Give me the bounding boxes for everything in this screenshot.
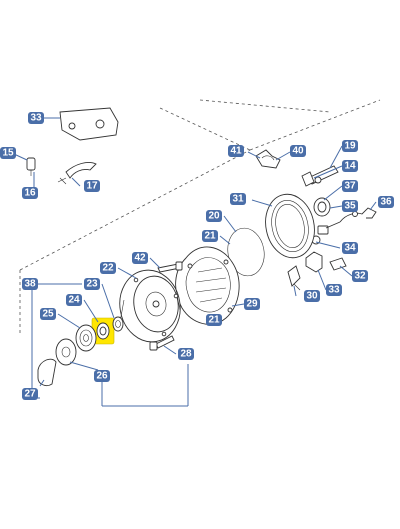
callout-21[interactable]: 21 xyxy=(202,230,218,242)
callout-15[interactable]: 15 xyxy=(0,147,16,159)
svg-text:16: 16 xyxy=(24,188,36,199)
svg-text:19: 19 xyxy=(344,141,356,152)
callout-33[interactable]: 33 xyxy=(28,112,44,124)
svg-text:28: 28 xyxy=(180,349,192,360)
svg-text:32: 32 xyxy=(354,271,366,282)
callout-21b[interactable]: 21 xyxy=(206,314,222,326)
dashed-frame xyxy=(19,99,381,335)
callout-34[interactable]: 34 xyxy=(342,242,358,254)
callout-23[interactable]: 23 xyxy=(84,278,100,290)
svg-text:37: 37 xyxy=(344,181,356,192)
callout-31[interactable]: 31 xyxy=(230,193,246,205)
svg-text:31: 31 xyxy=(232,194,244,205)
seal-23 xyxy=(112,316,124,332)
svg-text:26: 26 xyxy=(96,371,108,382)
svg-text:42: 42 xyxy=(134,253,146,264)
callout-22[interactable]: 22 xyxy=(100,262,116,274)
svg-text:23: 23 xyxy=(86,279,98,290)
diaphragm-25 xyxy=(75,324,97,352)
callout-25[interactable]: 25 xyxy=(40,308,56,320)
callout-28[interactable]: 28 xyxy=(178,348,194,360)
callout-17[interactable]: 17 xyxy=(84,180,100,192)
svg-text:27: 27 xyxy=(24,389,36,400)
svg-text:24: 24 xyxy=(68,295,80,306)
svg-text:41: 41 xyxy=(230,146,242,157)
svg-text:25: 25 xyxy=(42,309,54,320)
callout-37[interactable]: 37 xyxy=(342,180,358,192)
fittings-35-36-37 xyxy=(311,197,377,245)
svg-text:35: 35 xyxy=(344,201,356,212)
svg-text:29: 29 xyxy=(246,299,258,310)
callout-33b[interactable]: 33 xyxy=(326,284,342,296)
callout-42[interactable]: 42 xyxy=(132,252,148,264)
callout-32[interactable]: 32 xyxy=(352,270,368,282)
svg-text:20: 20 xyxy=(208,211,220,222)
svg-text:21: 21 xyxy=(204,231,216,242)
callout-36[interactable]: 36 xyxy=(378,196,394,208)
svg-text:34: 34 xyxy=(344,243,356,254)
callout-29[interactable]: 29 xyxy=(244,298,260,310)
housing-22 xyxy=(119,269,181,343)
svg-text:22: 22 xyxy=(102,263,114,274)
leader-lines xyxy=(13,117,377,407)
callout-27[interactable]: 27 xyxy=(22,388,38,400)
callout-24[interactable]: 24 xyxy=(66,294,82,306)
callout-35[interactable]: 35 xyxy=(342,200,358,212)
plate-26 xyxy=(55,338,77,366)
svg-text:36: 36 xyxy=(380,197,392,208)
bolt-42 xyxy=(157,261,183,273)
svg-text:14: 14 xyxy=(344,161,356,172)
callout-30[interactable]: 30 xyxy=(304,290,320,302)
callout-16[interactable]: 16 xyxy=(22,187,38,199)
o-ring-20 xyxy=(227,227,265,277)
svg-text:33: 33 xyxy=(30,113,42,124)
svg-text:21: 21 xyxy=(208,315,220,326)
callout-badges: 33 15 16 17 41 40 19 14 37 31 35 36 20 2… xyxy=(0,112,394,400)
svg-text:38: 38 xyxy=(24,279,36,290)
svg-text:15: 15 xyxy=(2,148,14,159)
fittings-30-32-33-34 xyxy=(287,251,347,291)
spring-27 xyxy=(37,358,57,387)
callout-26[interactable]: 26 xyxy=(94,370,110,382)
cover-plate-29 xyxy=(175,246,240,325)
svg-text:33: 33 xyxy=(328,285,340,296)
callout-20[interactable]: 20 xyxy=(206,210,222,222)
callout-14[interactable]: 14 xyxy=(342,160,358,172)
svg-text:40: 40 xyxy=(292,146,304,157)
bolt-19-14 xyxy=(301,165,339,187)
callout-40[interactable]: 40 xyxy=(290,145,306,157)
callout-38[interactable]: 38 xyxy=(22,278,38,290)
bolt-28 xyxy=(149,335,175,351)
svg-text:30: 30 xyxy=(306,291,318,302)
callout-41[interactable]: 41 xyxy=(228,145,244,157)
gasket-ring-31 xyxy=(265,193,315,259)
svg-text:17: 17 xyxy=(86,181,98,192)
callout-19[interactable]: 19 xyxy=(342,140,358,152)
top-left-assembly xyxy=(26,107,119,185)
clip-40-41 xyxy=(255,149,281,169)
